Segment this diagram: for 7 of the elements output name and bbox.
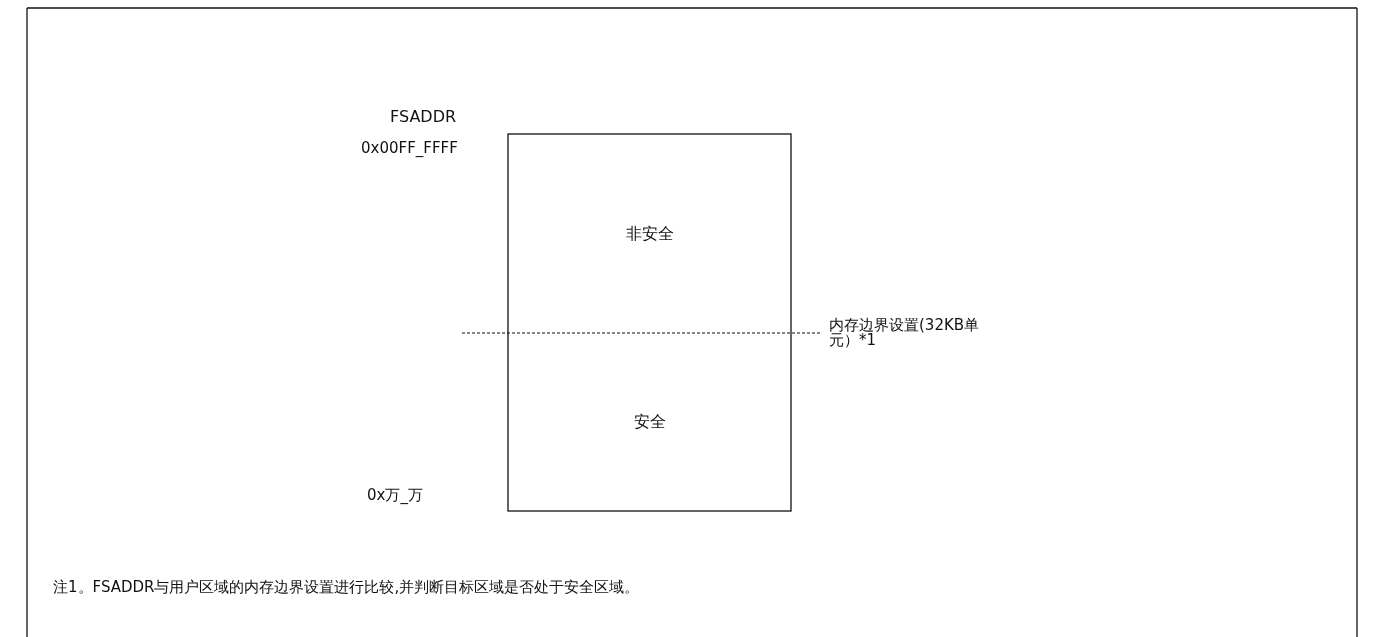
address-label: 0x00FF_FFFF [361, 139, 458, 157]
region-label: 安全 [633, 413, 666, 431]
footnote: 注1。FSADDR与用户区域的内存边界设置进行比较,并判断目标区域是否处于安全区域。 [53, 578, 640, 596]
address-label: 0x万_万 [367, 486, 423, 504]
region-label: 非安全 [625, 224, 674, 243]
register-name: FSADDR [390, 108, 457, 126]
boundary-note: 内存边界设置(32KB单元）*1 [829, 318, 981, 348]
